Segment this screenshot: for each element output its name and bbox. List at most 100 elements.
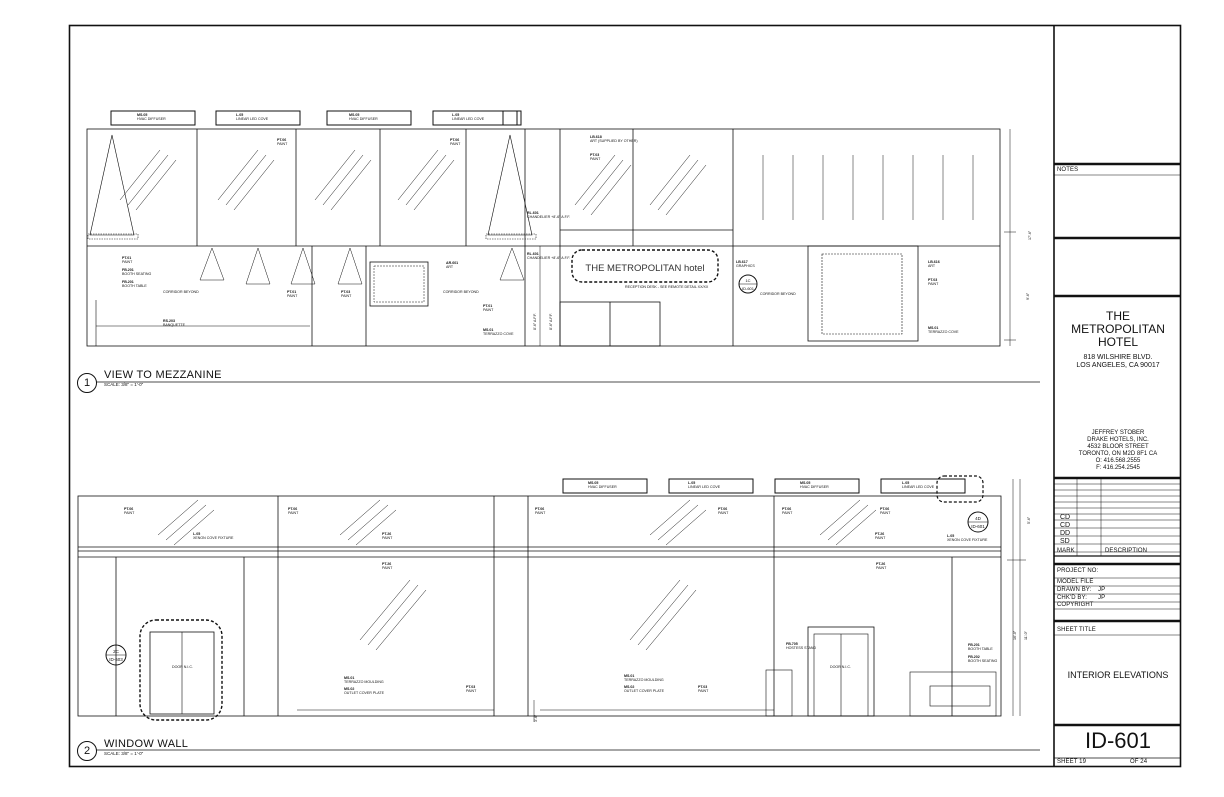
view2-scale: SCALE: 3/8" = 1'-0": [104, 751, 144, 756]
project-no-label: PROJECT NO:: [1057, 568, 1099, 574]
elev2-tag-26: DOOR N.I.C.: [830, 665, 851, 669]
elevation2-dimensions: 5'-6"16'-0"11'-0"3'-6": [534, 516, 1031, 722]
view2-title: WINDOW WALL: [104, 738, 189, 750]
revision-code-4: SD: [1060, 538, 1070, 545]
elev1-tag-15: CORRIDOR BEYOND: [443, 290, 479, 294]
elevation-window-wall: [77, 475, 1026, 722]
copyright-label: COPYRIGHT: [1057, 602, 1094, 608]
elev1-dim-3: 8'-6" A.F.F.: [549, 313, 553, 330]
elev1-dim-0: 17'-6": [1028, 230, 1032, 240]
callout-4d-number: 4D: [975, 516, 982, 521]
callout-2c-sheet: ID-603: [109, 657, 123, 662]
sheet-number: ID-601: [1084, 728, 1152, 753]
designer-line4: TORONTO, ON M2D 8F1 CA: [1078, 451, 1158, 457]
notes-label: NOTES: [1057, 167, 1079, 173]
chkd-by-value: JP: [1098, 595, 1106, 601]
callout-2c-number: 2C: [113, 649, 120, 654]
project-address-line1: 818 WILSHIRE BLVD.: [1083, 354, 1153, 361]
elev1-tag-21: RECEPTION DESK - SEE REMOTE DETAIL XX/XX: [625, 285, 709, 289]
project-address-line2: LOS ANGELES, CA 90017: [1076, 362, 1160, 369]
chkd-by-label: CHK'D BY:: [1057, 595, 1088, 601]
designer-line6: F: 416.254.2545: [1096, 465, 1140, 471]
elev1-dim-2: 8'-6" A.F.F.: [533, 313, 537, 330]
reception-signage: THE METROPOLITAN hotel: [585, 263, 704, 274]
elev2-tag-25: DOOR N.I.C.: [172, 665, 193, 669]
view2-number-bubble: 2: [77, 741, 97, 761]
elevation-view-to-mezzanine: [86, 110, 1016, 347]
elev2-dim-0: 5'-6": [1027, 516, 1031, 524]
elevation1-dimensions: 17'-6" 9'-6" 8'-6" A.F.F. 8'-6" A.F.F.: [533, 230, 1032, 330]
revision-code-3: DD: [1060, 530, 1071, 537]
project-name-line2: METROPOLITAN: [1071, 322, 1165, 336]
description-label: DESCRIPTION: [1105, 548, 1148, 554]
project-name-line3: HOTEL: [1097, 335, 1138, 349]
revision-code-2: CD: [1060, 522, 1071, 529]
designer-line5: O: 416.568.2555: [1095, 458, 1141, 464]
drawn-by-value: JP: [1098, 587, 1106, 593]
sheet-index: SHEET 19: [1057, 759, 1087, 765]
elev1-dim-1: 9'-6": [1026, 292, 1030, 300]
elev2-dim-2: 11'-0": [1024, 630, 1028, 640]
designer-line2: DRAKE HOTELS, INC.: [1087, 437, 1149, 443]
elev1-tag-11: CORRIDOR BEYOND: [163, 290, 199, 294]
project-name-line1: THE: [1106, 309, 1130, 323]
callout-4d-sheet: ID-601: [971, 524, 985, 529]
sheet-border: [68, 24, 1182, 768]
project-address: 818 WILSHIRE BLVD. LOS ANGELES, CA 90017: [1056, 354, 1180, 370]
elev1-tag-23: CORRIDOR BEYOND: [760, 292, 796, 296]
callout-1c-sheet: ID-601: [742, 286, 755, 291]
model-file-label: MODEL FILE: [1057, 579, 1094, 585]
sheet-title: INTERIOR ELEVATIONS: [1067, 670, 1169, 680]
drawn-by-label: DRAWN BY:: [1057, 587, 1092, 593]
designer-line3: 4532 BLOOR STREET: [1087, 444, 1149, 450]
view1-title: VIEW TO MEZZANINE: [104, 369, 222, 381]
elev2-dim-3: 3'-6": [534, 714, 538, 722]
sheet-total: OF 24: [1130, 759, 1148, 765]
mark-label: MARK: [1057, 548, 1075, 554]
view1-scale: SCALE: 3/8" = 1'-0": [104, 382, 144, 387]
revision-code-1: CD: [1060, 514, 1071, 521]
callout-1c-number: 1C: [745, 278, 750, 283]
designer-line1: JEFFREY STOBER: [1091, 430, 1145, 436]
